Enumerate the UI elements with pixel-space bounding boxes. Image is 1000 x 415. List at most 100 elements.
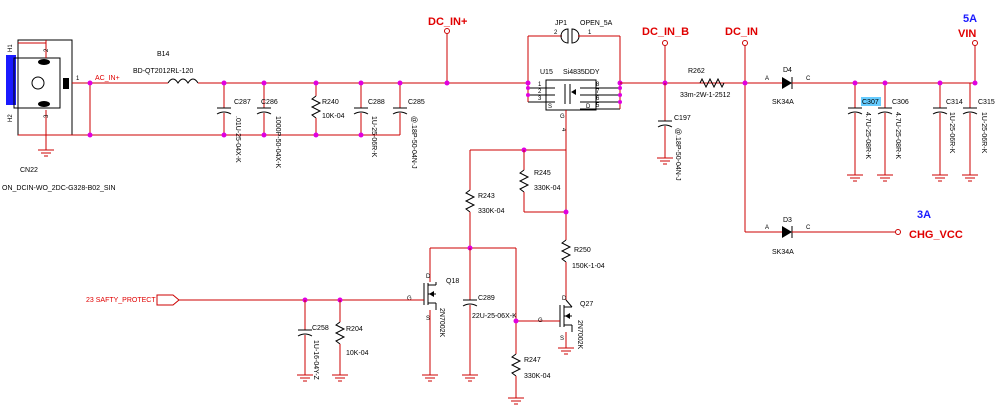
d3-cathode: C (806, 225, 811, 231)
jp1-pin-2: 2 (554, 30, 558, 36)
c307-value: 4.7U-25-08R-K (864, 112, 871, 159)
c315-value: 1U-25-06R-K (980, 112, 987, 154)
u15-value: Si4835DDY (563, 69, 600, 76)
r245-ref: R245 (534, 170, 551, 177)
vin-current: 5A (963, 13, 977, 25)
jp1-ref: JP1 (555, 20, 567, 27)
r262-ref: R262 (688, 68, 705, 75)
capacitor-c315: C315 1U-25-06R-K (962, 83, 995, 182)
cn22-pin-1: 1 (76, 76, 80, 82)
c197-value: @.18P-50-04N-J (674, 128, 681, 181)
r243-value: 330K-04 (478, 208, 505, 215)
c306-value: 4.7U-25-08R-K (894, 112, 901, 159)
u15-pin-g: G (560, 114, 565, 120)
mosfet-u15: U15 Si4835DDY 1 2 3 8 7 6 5 S D G 4 (525, 69, 623, 150)
q27-value: 2N7002K (576, 320, 583, 350)
u15-pin-s: S (548, 104, 552, 110)
net-safety-protect: 23 SAFTY_PROTECT (86, 297, 156, 304)
resistor-r240: R240 10K-04 (310, 80, 345, 138)
net-dc-in-b: DC_IN_B (642, 26, 689, 38)
capacitor-c289: C289 22U-25-06X-K (462, 248, 517, 382)
r247-value: 330K-04 (524, 373, 551, 380)
c307-ref: C307 (862, 99, 879, 106)
c314-ref: C314 (946, 99, 963, 106)
net-chg-vcc: CHG_VCC (909, 229, 963, 241)
diode-d4: A D4 C SK34A (765, 67, 811, 106)
cn22-value: ON_DCIN-WO_2DC-G328-B02_SIN (2, 185, 116, 192)
cn22-pin-3: 3 (44, 114, 50, 118)
resistor-r262: R262 33m-2W-1-2512 (680, 68, 731, 99)
c306-ref: C306 (892, 99, 909, 106)
r240-ref: R240 (322, 99, 339, 106)
c258-ref: C258 (312, 325, 329, 332)
net-vin: VIN (958, 28, 976, 40)
capacitor-c306: C306 4.7U-25-08R-K (877, 80, 909, 182)
jp1-pin-1: 1 (588, 30, 592, 36)
transistor-q27: D G S Q27 2N7002K (516, 296, 593, 355)
d3-value: SK34A (772, 249, 794, 256)
r250-value: 150K-1-04 (572, 263, 605, 270)
q18-pin-g: G (407, 296, 412, 302)
u15-pin-2: 2 (538, 89, 542, 95)
net-dc-in: DC_IN (725, 26, 758, 38)
r245-value: 330K-04 (534, 185, 561, 192)
c287-value: .01U-25-04X-K (234, 116, 241, 163)
d4-ref: D4 (783, 67, 792, 74)
cn22-ref: CN22 (20, 167, 38, 174)
r250-ref: R250 (574, 247, 591, 254)
u15-ref: U15 (540, 69, 553, 76)
r240-value: 10K-04 (322, 113, 345, 120)
capacitor-c197: C197 @.18P-50-04N-J (657, 83, 691, 181)
resistor-r204: R204 10K-04 (332, 300, 369, 382)
capacitor-c258: C258 1U-16-04Y-Z (297, 300, 329, 382)
cn22-pin-h1: H1 (8, 44, 14, 52)
r247-ref: R247 (524, 357, 541, 364)
c288-ref: C288 (368, 99, 385, 106)
bead-b14: B14 BD-QT2012RL-120 (133, 51, 199, 84)
c315-ref: C315 (978, 99, 995, 106)
c288-value: 1U-25-06R-K (370, 116, 377, 158)
c285-value: @.18P-50-04N-J (410, 116, 417, 169)
capacitor-c286: C286 1000P-50-04X-K (256, 80, 281, 168)
transistor-q18: D G S Q18 2N7002K (407, 248, 459, 382)
jumper-jp1: JP1 OPEN_5A 2 1 (527, 20, 621, 83)
c197-ref: C197 (674, 115, 691, 122)
q27-ref: Q27 (580, 301, 593, 308)
c285-ref: C285 (408, 99, 425, 106)
diode-d3: A D3 C SK34A (765, 217, 811, 256)
q18-pin-s: S (426, 316, 430, 322)
net-ac-in-plus: AC_IN+ (95, 75, 120, 82)
d4-cathode: C (806, 76, 811, 82)
capacitor-c287: C287 .01U-25-04X-K (216, 80, 251, 163)
q27-pin-d: D (562, 296, 567, 302)
u15-pin-4: 4 (560, 128, 566, 132)
net-dc-in-plus: DC_IN+ (428, 16, 467, 28)
c314-value: 1U-25-06R-K (948, 112, 955, 154)
b14-ref: B14 (157, 51, 170, 58)
u15-pin-d: D (586, 104, 591, 110)
ground-symbol (38, 149, 54, 157)
resistor-r250: R250 150K-1-04 (560, 239, 605, 300)
c289-ref: C289 (478, 295, 495, 302)
r204-value: 10K-04 (346, 350, 369, 357)
r262-value: 33m-2W-1-2512 (680, 92, 731, 99)
c289-value: 22U-25-06X-K (472, 313, 517, 320)
u15-pin-3: 3 (538, 96, 542, 102)
q18-ref: Q18 (446, 278, 459, 285)
connector-cn22: H1 H2 2 3 1 CN22 ON_DCIN-WO_2DC-G328-B02… (2, 39, 116, 192)
resistor-r245: R245 330K-04 (518, 150, 566, 213)
u15-pin-6: 6 (596, 96, 600, 102)
d3-ref: D3 (783, 217, 792, 224)
q18-value: 2N7002K (438, 308, 445, 338)
capacitor-c314: C314 1U-25-06R-K (932, 80, 963, 182)
c286-ref: C286 (261, 99, 278, 106)
d3-anode: A (765, 225, 769, 231)
r204-ref: R204 (346, 326, 363, 333)
r243-ref: R243 (478, 193, 495, 200)
capacitor-c307: C307 4.7U-25-08R-K (847, 80, 881, 182)
cn22-pin-h2: H2 (8, 114, 14, 122)
u15-pin-8: 8 (596, 82, 600, 88)
c258-value: 1U-16-04Y-Z (312, 340, 319, 381)
c286-value: 1000P-50-04X-K (274, 116, 281, 168)
